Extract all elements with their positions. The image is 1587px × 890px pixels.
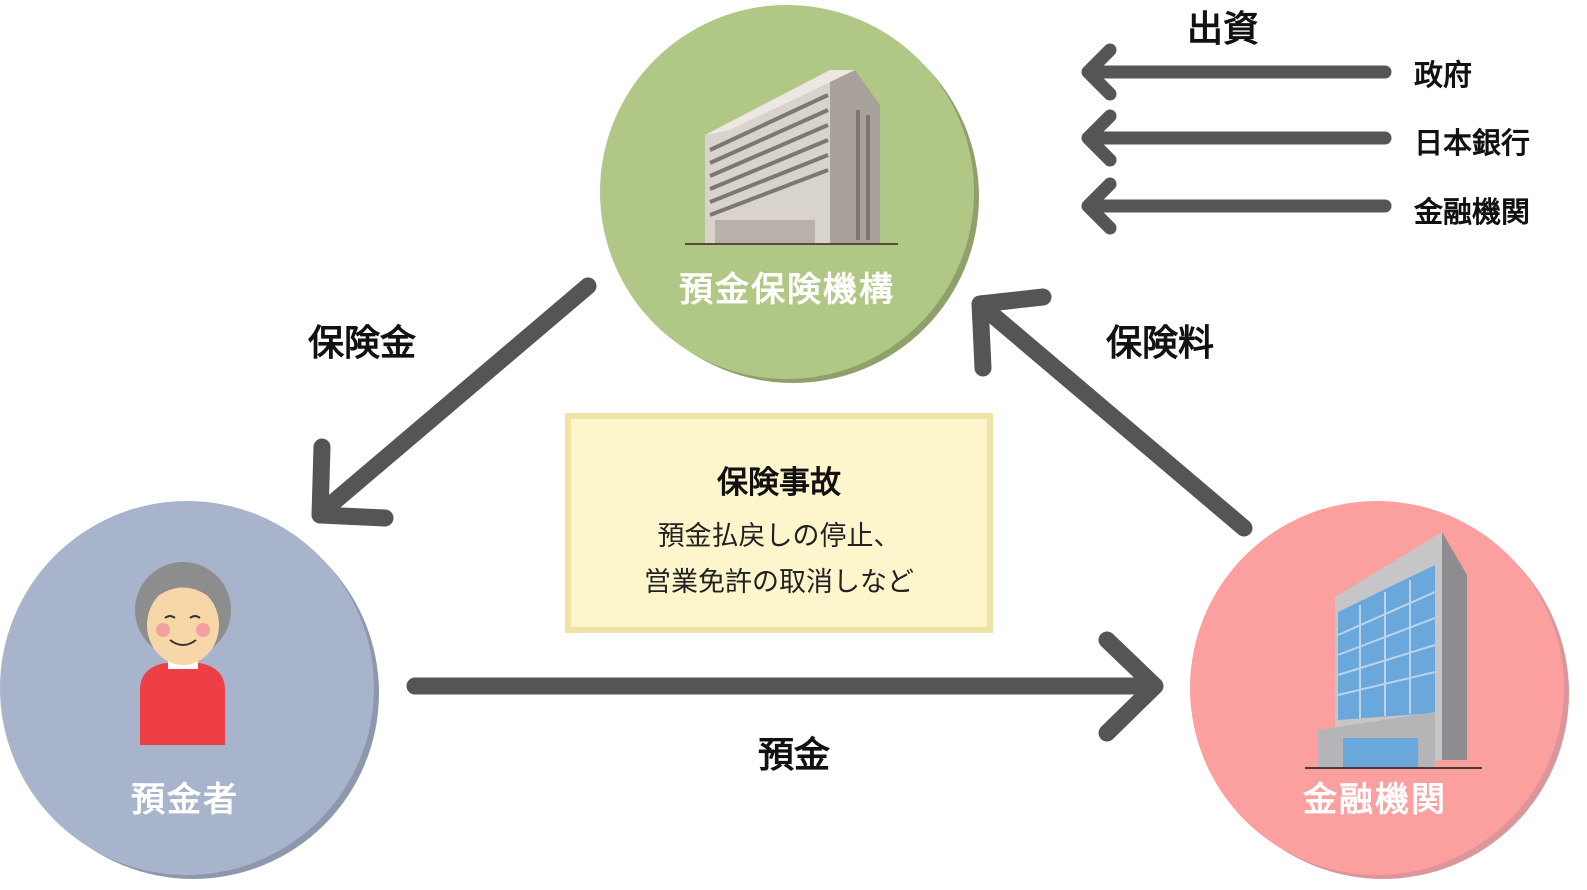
bank-building-icon xyxy=(1305,532,1482,769)
funding-source-government: 政府 xyxy=(1414,58,1473,92)
insurance-payout-arrow xyxy=(311,277,597,527)
elderly-woman-icon xyxy=(135,562,231,745)
dic-label: 預金保険機構 xyxy=(679,270,895,310)
deposit-label: 預金 xyxy=(758,735,831,776)
insured-event-line-2: 営業免許の取消しなど xyxy=(644,567,914,598)
deposit-arrow xyxy=(406,631,1164,742)
insured-event-line-1: 預金払戻しの停止、 xyxy=(657,521,901,552)
funding-arrows xyxy=(1081,43,1392,235)
depositor-label: 預金者 xyxy=(131,780,239,820)
insurance-payout-label: 保険金 xyxy=(308,323,417,364)
funding-source-banks: 金融機関 xyxy=(1414,195,1531,229)
office-building-icon xyxy=(685,70,898,245)
insured-event-title: 保険事故 xyxy=(717,465,841,501)
premium-arrow xyxy=(971,288,1253,537)
premium-label: 保険料 xyxy=(1106,323,1215,364)
funding-source-boj: 日本銀行 xyxy=(1414,126,1531,160)
bank-label: 金融機関 xyxy=(1303,780,1447,820)
funding-title: 出資 xyxy=(1187,9,1260,50)
insured-event-box: 保険事故 預金払戻しの停止、 営業免許の取消しなど xyxy=(565,413,993,633)
